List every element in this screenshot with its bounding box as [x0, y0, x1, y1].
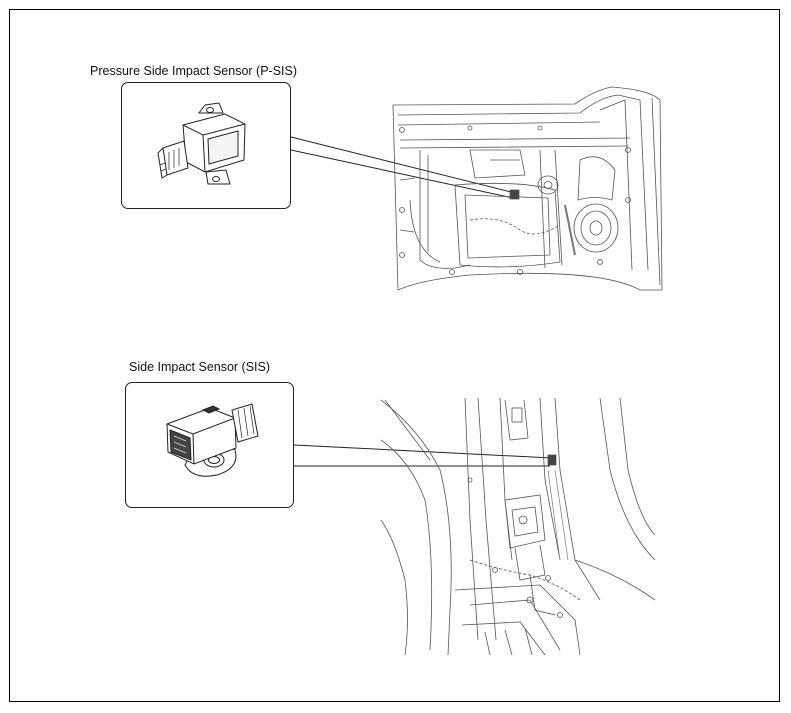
psis-sensor-icon [157, 102, 246, 185]
door-panel-illustration [392, 86, 663, 291]
psis-callout-box [121, 82, 291, 209]
psis-leader-lines [290, 136, 516, 199]
sis-label: Side Impact Sensor (SIS) [129, 360, 271, 374]
sis-sensor-icon [166, 403, 259, 477]
psis-label: Pressure Side Impact Sensor (P-SIS) [90, 64, 298, 78]
sis-leader-lines [293, 444, 553, 467]
b-pillar-illustration [380, 397, 656, 656]
